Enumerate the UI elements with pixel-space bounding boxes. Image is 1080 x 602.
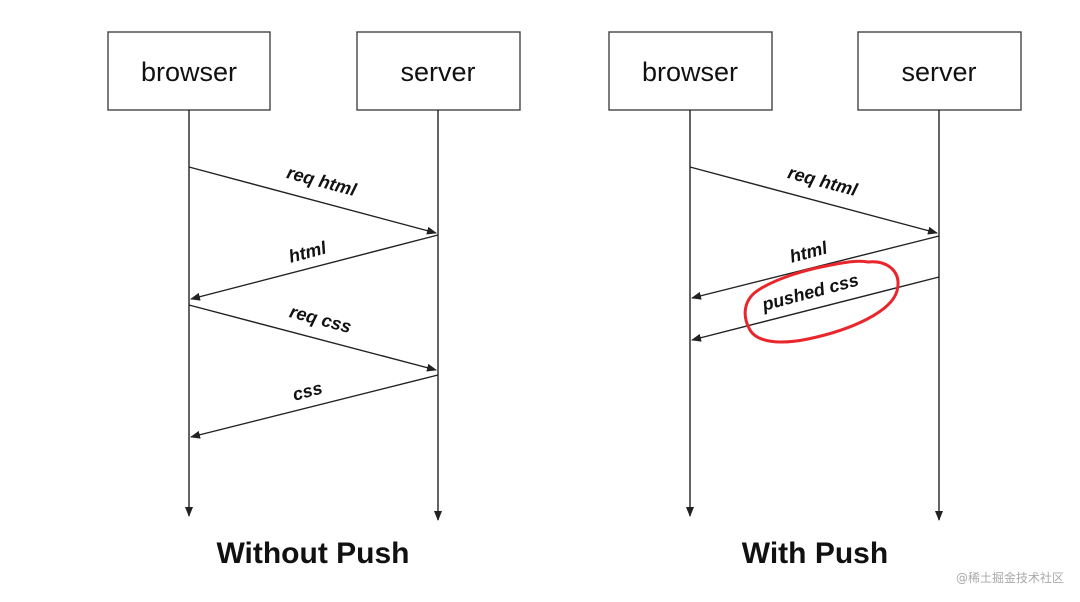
right-browser-label: browser <box>642 57 738 87</box>
left-server-box <box>356 31 521 111</box>
right-server-label: server <box>901 57 976 87</box>
left-req-css-arrow <box>188 304 437 372</box>
left-css-label: css <box>290 378 324 405</box>
watermark: @稀土掘金技术社区 <box>955 571 1064 585</box>
left-browser-label: browser <box>141 57 237 87</box>
right-browser-box <box>608 31 773 111</box>
left-req-html-arrow <box>188 166 437 235</box>
left-diagram-caption: Without Push <box>216 537 409 570</box>
left-req-css-label: req css <box>288 301 354 337</box>
left-server-label: server <box>400 57 475 87</box>
left-html-arrow <box>190 234 439 301</box>
left-browser-box <box>107 31 271 111</box>
pushed-css-highlight-circle <box>743 259 900 344</box>
without-push-diagram: browser server req html html req css css… <box>107 31 521 570</box>
left-req-html-label: req html <box>285 162 360 200</box>
right-browser-participant: browser <box>608 31 773 111</box>
left-css-arrow <box>190 374 439 439</box>
with-push-diagram: browser server req html html pushed css … <box>608 31 1022 570</box>
right-server-participant: server <box>857 31 1022 111</box>
right-req-html-arrow <box>689 166 938 235</box>
right-server-box <box>857 31 1022 111</box>
right-diagram-caption: With Push <box>742 537 888 570</box>
left-browser-participant: browser <box>107 31 271 111</box>
right-req-html-label: req html <box>786 162 861 200</box>
right-html-label: html <box>788 237 831 266</box>
right-pushed-css-label: pushed css <box>759 270 861 315</box>
left-html-label: html <box>287 237 330 266</box>
left-server-participant: server <box>356 31 521 111</box>
